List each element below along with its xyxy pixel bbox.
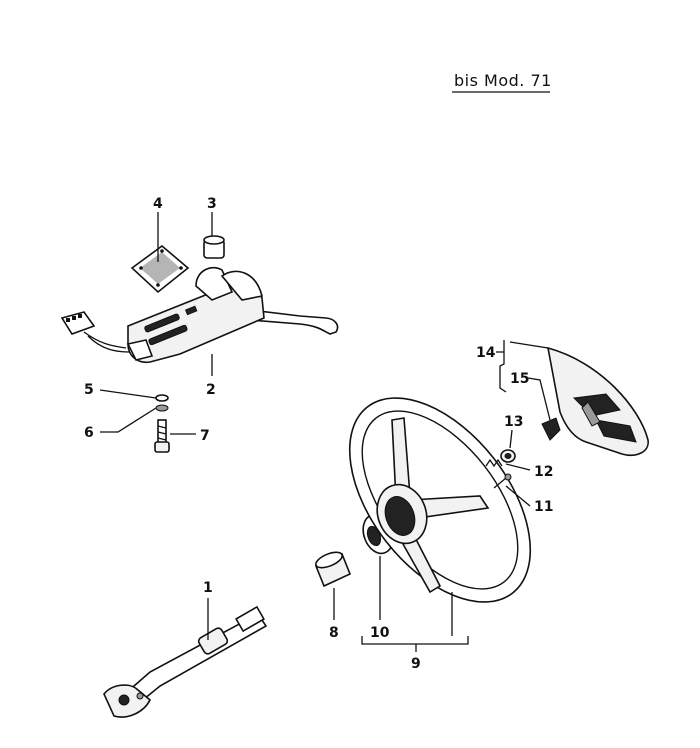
callout-4: 4 bbox=[153, 196, 163, 212]
callout-13: 13 bbox=[504, 414, 523, 430]
callout-14: 14 bbox=[476, 345, 496, 361]
callout-2: 2 bbox=[206, 382, 216, 398]
part-14-horn-pad bbox=[546, 346, 649, 456]
part-15-emblem bbox=[541, 417, 561, 441]
callout-7: 7 bbox=[200, 428, 210, 444]
callout-8: 8 bbox=[329, 625, 339, 641]
part-11-screw bbox=[493, 473, 512, 489]
leader-lines bbox=[99, 212, 551, 652]
callout-15: 15 bbox=[510, 371, 529, 387]
callout-3: 3 bbox=[207, 196, 217, 212]
part-6-washer bbox=[155, 404, 169, 412]
part-12-spring bbox=[485, 458, 503, 468]
callout-6: 6 bbox=[84, 425, 94, 441]
part-3-cap bbox=[203, 235, 225, 259]
callout-5: 5 bbox=[84, 382, 94, 398]
callout-9: 9 bbox=[411, 656, 421, 672]
part-4-cover-plate bbox=[130, 244, 190, 294]
callout-12: 12 bbox=[534, 464, 553, 480]
diagram-title: bis Mod. 71 bbox=[454, 71, 552, 90]
part-13-nut bbox=[500, 449, 516, 463]
part-9-steering-wheel bbox=[348, 397, 532, 603]
callout-11: 11 bbox=[534, 499, 553, 515]
callout-10: 10 bbox=[370, 625, 390, 641]
part-5-washer bbox=[155, 394, 169, 402]
part-2-switch-housing bbox=[60, 266, 339, 364]
part-8-bushing bbox=[314, 551, 352, 588]
callout-1: 1 bbox=[203, 580, 213, 596]
part-7-bolt bbox=[154, 419, 170, 453]
part-1-steering-shaft bbox=[103, 605, 268, 718]
